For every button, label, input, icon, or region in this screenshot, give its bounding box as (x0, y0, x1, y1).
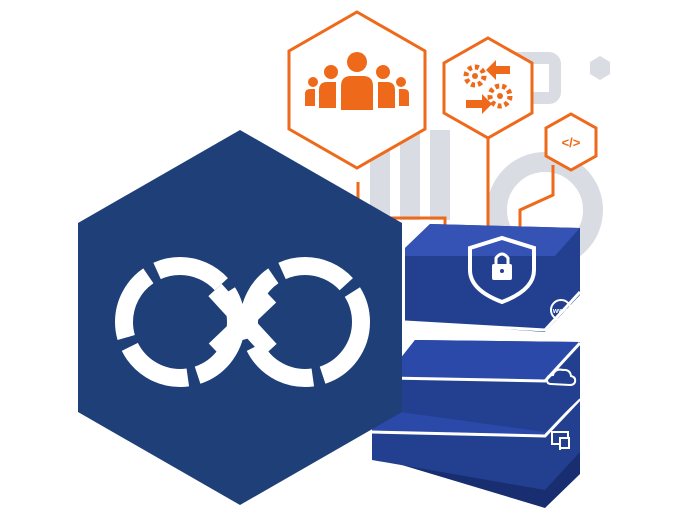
dev-label: DEV (145, 309, 207, 342)
www-globe-icon: www (550, 299, 572, 321)
process-hexagon (442, 36, 534, 140)
svg-text:www: www (552, 308, 570, 315)
team-hexagon (287, 10, 427, 170)
server-stack: www (371, 224, 582, 508)
server-layer-middle (385, 340, 582, 432)
monitor-settings-icon (551, 431, 570, 450)
devops-hexagon: DEV OPS (78, 130, 402, 505)
devops-infinity-logo: DEV OPS (115, 257, 370, 387)
shield-lock-icon (468, 235, 536, 305)
server-layer-top: www (404, 224, 582, 332)
people-group-icon (305, 52, 409, 110)
gray-hexagon-icon (590, 56, 610, 80)
gears-process-icon (463, 60, 513, 114)
code-hexagon: </> (544, 112, 598, 172)
code-tag-icon: </> (562, 135, 581, 150)
ops-label: OPS (276, 309, 339, 342)
cloud-icon (545, 368, 577, 387)
